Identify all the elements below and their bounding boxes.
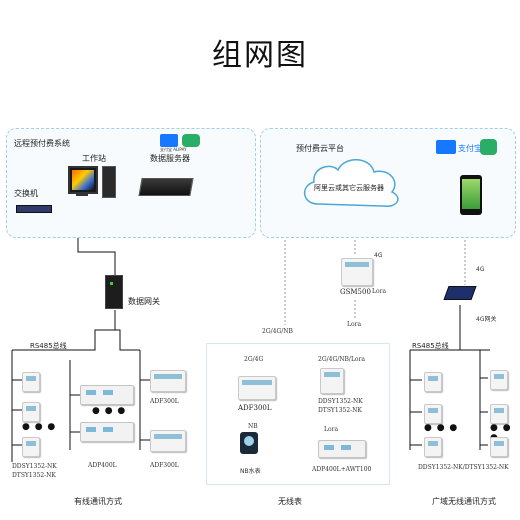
meter-icon	[490, 404, 508, 424]
adf300l-device	[150, 430, 186, 452]
alipay-label: 支付宝	[458, 144, 482, 153]
data-server-label: 数据服务器	[150, 154, 190, 163]
alipay-small-label: 支付宝 ALIPAY	[160, 147, 187, 152]
wechat-icon	[182, 134, 200, 147]
pc-tower-icon	[102, 166, 116, 198]
server-icon	[138, 178, 194, 196]
router-band-label: 4G	[476, 266, 485, 273]
tag-nb: NB	[248, 423, 258, 430]
router-4g-icon	[443, 286, 477, 300]
right-devices-label: DDSY1352-NK/DTSY1352-NK	[418, 464, 509, 471]
rs485-left-label: RS485总线	[30, 342, 67, 350]
tag-2g4g: 2G/4G	[244, 356, 264, 363]
cloud-text: 阿里云或其它云服务器	[314, 184, 384, 192]
adf300l-label: ADF300L	[150, 462, 179, 469]
adp400l-device	[80, 422, 134, 442]
wan-wireless-caption: 广域无线通讯方式	[432, 497, 496, 506]
switch-icon	[16, 205, 52, 213]
switch-label: 交换机	[14, 189, 38, 198]
nb-water-label: NB水表	[240, 468, 261, 475]
wireless-meter-caption: 无线表	[278, 497, 302, 506]
remote-system-panel	[6, 128, 256, 238]
dtsy-wireless-label: DTSY1352-NK	[318, 407, 362, 414]
dtsy-label: DTSY1352-NK	[12, 472, 56, 479]
rs485-bus-left	[12, 329, 140, 351]
adf300l-device	[150, 370, 186, 392]
adp-awt-label: ADP400L+AWT100	[312, 466, 372, 473]
cloud-icon	[304, 159, 399, 207]
gsm-lora-label: Lora	[372, 288, 387, 295]
lora-label: Lora	[347, 321, 362, 328]
data-gateway-icon	[105, 275, 123, 309]
meter-icon	[22, 402, 40, 422]
monitor-icon	[68, 166, 98, 194]
tag-nb-lora: 2G/4G/NB/Lora	[318, 356, 365, 363]
cloud-platform-label: 预付费云平台	[296, 144, 344, 153]
remote-system-label: 远程预付费系统	[14, 139, 70, 148]
nb-water-meter-icon	[240, 432, 258, 454]
meter-icon	[424, 404, 442, 424]
meter-icon	[490, 437, 508, 457]
wechat-pay-icon	[480, 139, 497, 155]
adf300l-label: ADF300L	[150, 398, 179, 405]
alipay-logo-icon	[436, 140, 456, 154]
adp-awt-device	[318, 440, 366, 458]
meter-icon	[424, 437, 442, 457]
ellipsis-dots: ● ● ●	[424, 423, 459, 433]
rs485-right-label: RS485总线	[412, 342, 449, 350]
alipay-icon	[160, 134, 178, 147]
adp400l-label: ADP400L	[88, 462, 117, 469]
gsm-band-label: 4G	[374, 252, 383, 259]
ddsy-wireless-device	[320, 368, 344, 394]
meter-icon	[424, 372, 442, 392]
meter-icon	[22, 372, 40, 392]
gsm500-device	[341, 258, 373, 286]
ellipsis-dots: ● ● ●	[92, 406, 127, 416]
adp400l-device	[80, 385, 134, 405]
meter-icon	[22, 437, 40, 457]
workstation-label: 工作站	[82, 154, 106, 163]
router-label: 4G网关	[476, 316, 497, 323]
wired-caption: 有线通讯方式	[74, 497, 122, 506]
network-label: 2G/4G/NB	[262, 328, 293, 335]
ellipsis-dots: ● ● ●	[22, 422, 57, 432]
gsm-name: GSM500	[340, 288, 371, 296]
meter-icon	[490, 370, 508, 390]
gateway-label: 数据网关	[128, 297, 160, 306]
adf300l-wireless-device	[238, 376, 276, 400]
wireless-meter-panel	[206, 343, 390, 485]
phone-icon	[460, 175, 482, 215]
page-title: 组网图	[212, 38, 308, 73]
adf300l-wireless-label: ADF300L	[238, 404, 272, 412]
ddsy-wireless-label: DDSY1352-NK	[318, 398, 363, 405]
ddsy-label: DDSY1352-NK	[12, 463, 57, 470]
tag-lora: Lora	[324, 426, 339, 433]
